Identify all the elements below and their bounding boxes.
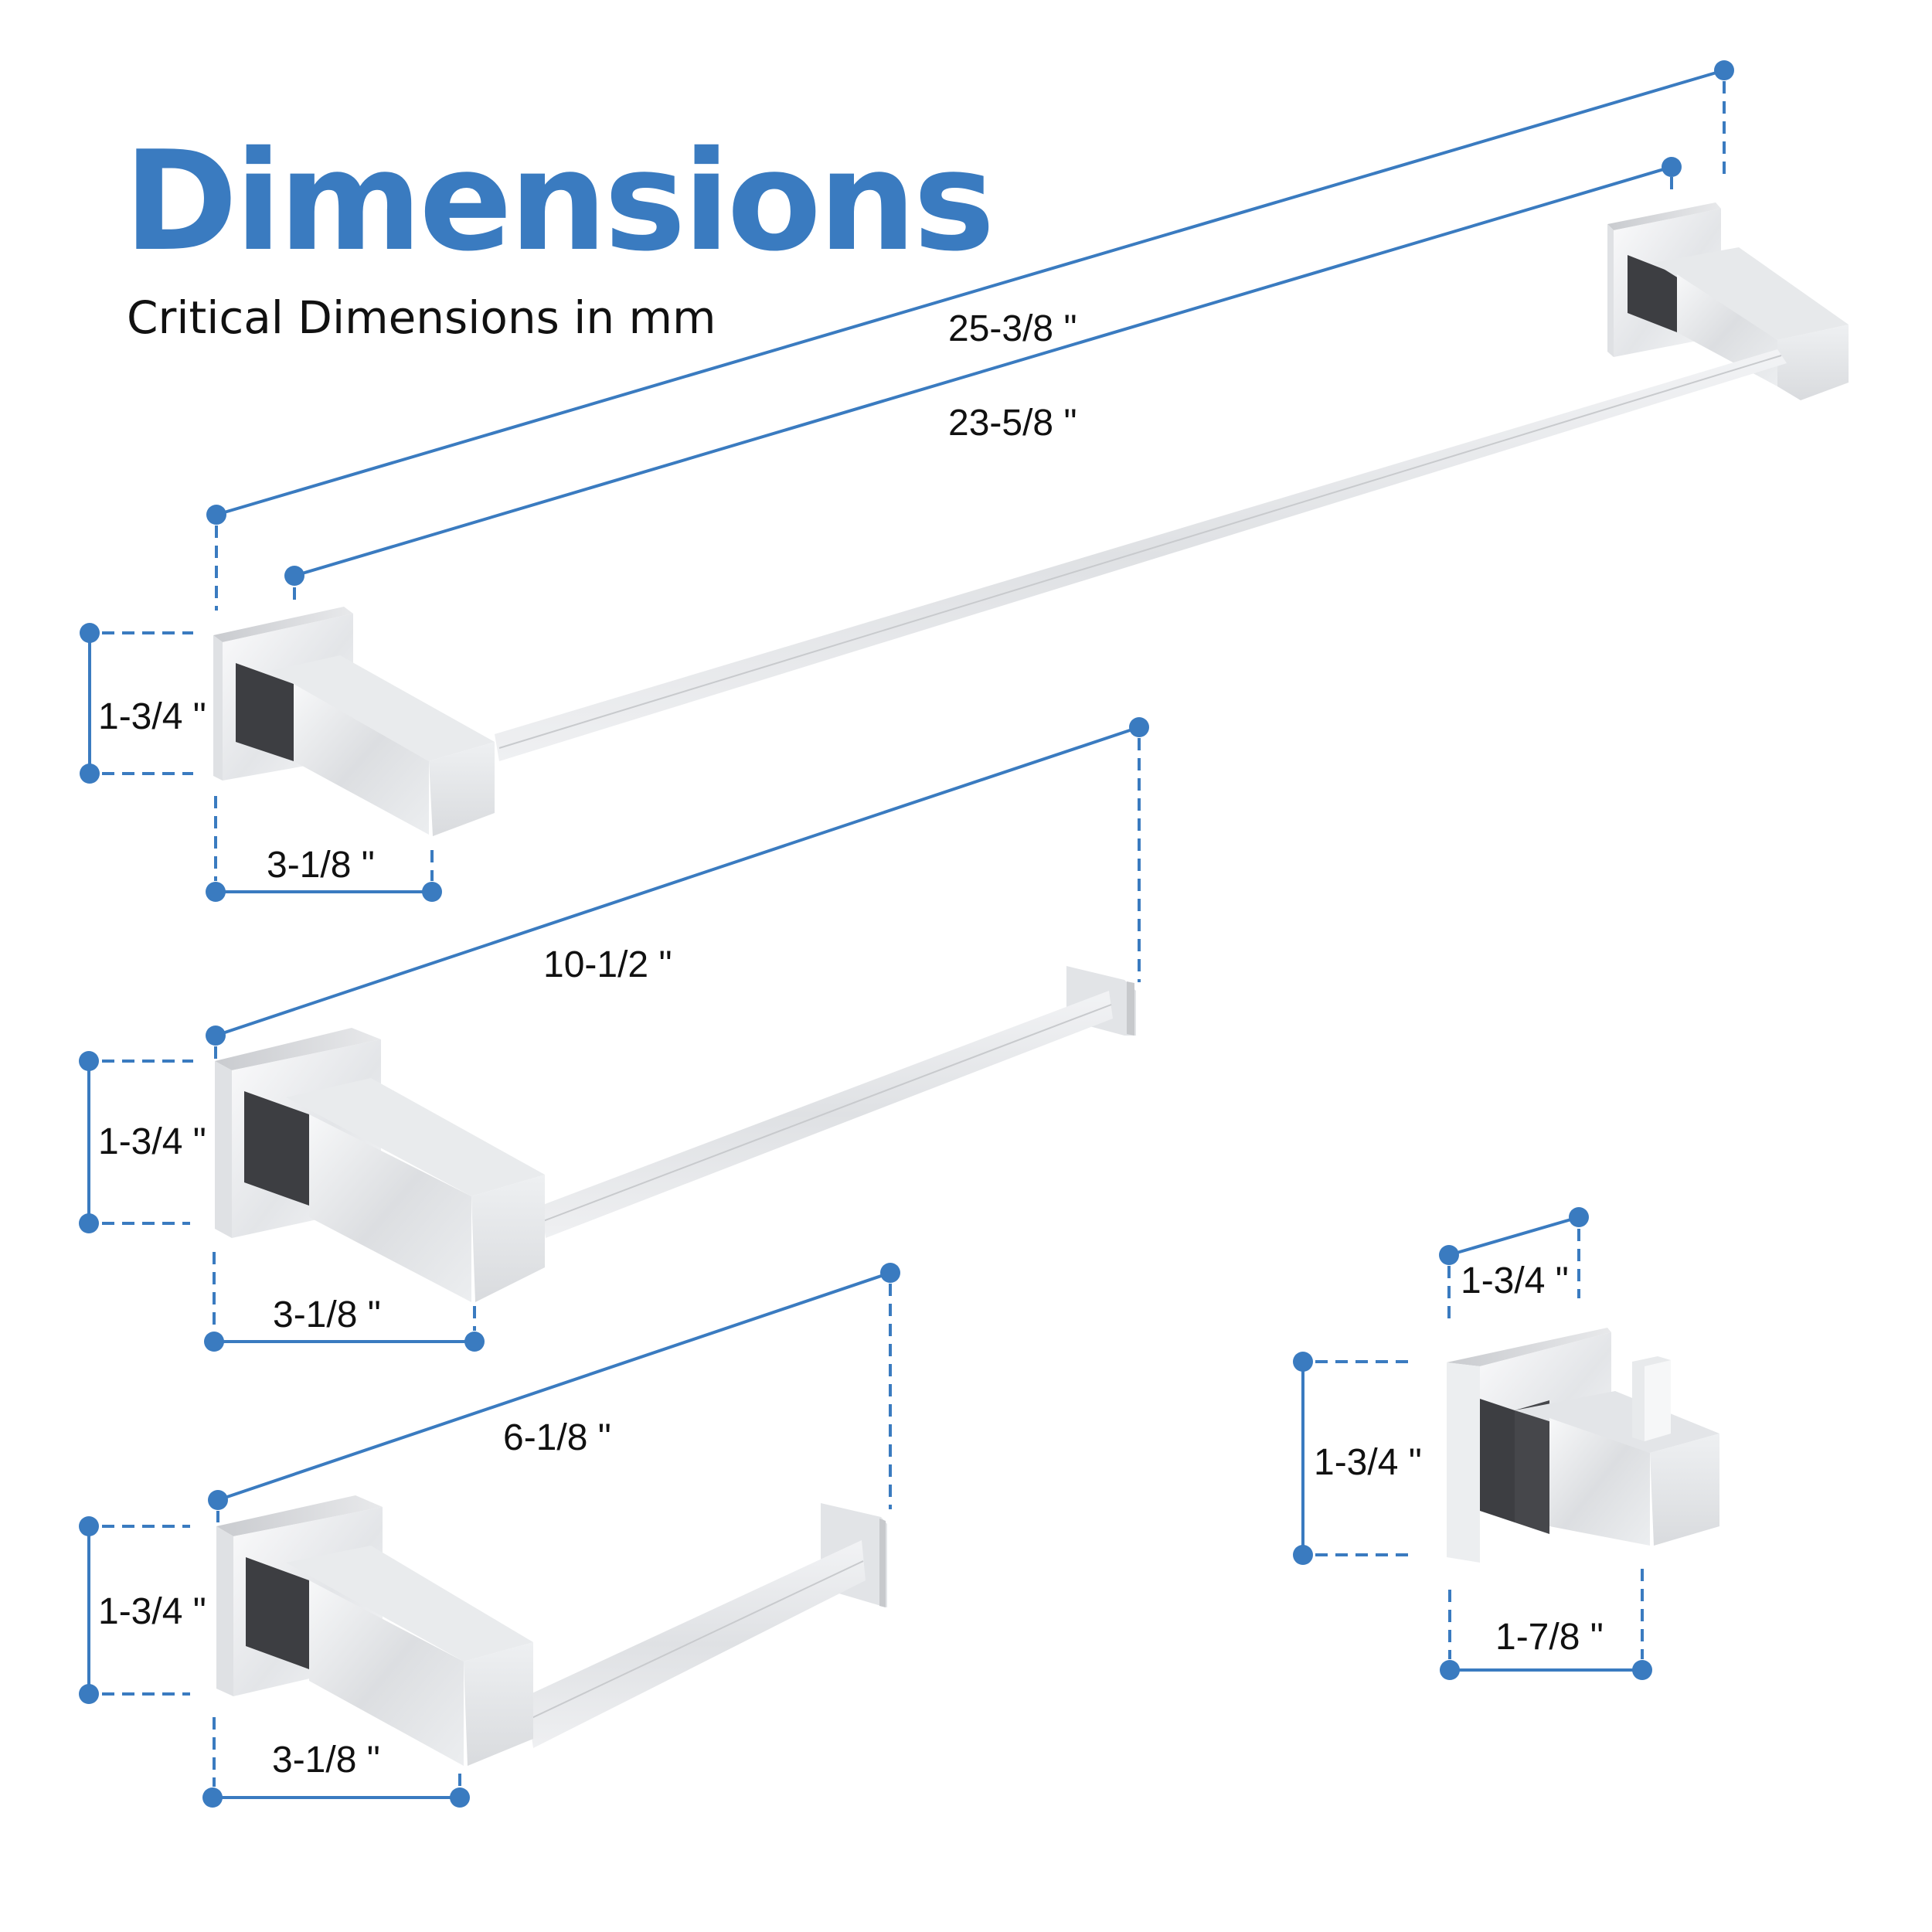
dimension-projection: 3-1/8 " bbox=[202, 1717, 470, 1808]
dimension-depth: 1-3/4 " bbox=[1439, 1207, 1589, 1325]
bracket-shadow-face bbox=[1628, 255, 1677, 332]
dimension-projection: 1-7/8 " bbox=[1440, 1569, 1652, 1680]
bracket-shadow-face bbox=[244, 1091, 309, 1206]
holder-rod bbox=[526, 1540, 866, 1748]
dimension-label: 1-3/4 " bbox=[98, 1591, 206, 1632]
dimension-label: 1-3/4 " bbox=[98, 1121, 206, 1162]
left-bracket bbox=[215, 1028, 545, 1302]
dimension-label: 25-3/8 " bbox=[948, 308, 1077, 349]
dimension-endpoint bbox=[208, 1490, 228, 1510]
dimension-endpoint bbox=[80, 623, 100, 643]
page-title: Dimensions bbox=[124, 121, 992, 281]
dimension-endpoint bbox=[1293, 1352, 1313, 1372]
dimension-endpoint bbox=[1293, 1545, 1313, 1565]
dimension-endpoint bbox=[1662, 157, 1682, 177]
dimension-endpoint bbox=[206, 1026, 226, 1046]
dimension-endpoint bbox=[1129, 717, 1149, 737]
right-bracket bbox=[1607, 202, 1849, 400]
dimension-endpoint bbox=[206, 882, 226, 902]
dimension-label: 1-3/4 " bbox=[98, 696, 206, 737]
bracket-shadow-face bbox=[1480, 1399, 1515, 1522]
dimension-endpoint bbox=[1569, 1207, 1589, 1227]
dimension-endpoint bbox=[79, 1516, 99, 1536]
dimension-endpoint bbox=[80, 764, 100, 784]
product-towel-bar-10: 10-1/2 " 1-3/4 " 3-1/8 " bbox=[79, 717, 1149, 1352]
dimension-endpoint bbox=[204, 1332, 224, 1352]
dimension-label: 1-7/8 " bbox=[1495, 1617, 1604, 1658]
left-bracket bbox=[213, 607, 495, 836]
dimension-length: 6-1/8 " bbox=[208, 1263, 900, 1522]
hook-body bbox=[1447, 1328, 1719, 1563]
towel-bar-rod bbox=[541, 991, 1113, 1238]
product-towel-bar-24: 25-3/8 " 23-5/8 " 1-3/4 " 3-1/8 bbox=[80, 60, 1849, 902]
dimension-label: 3-1/8 " bbox=[272, 1740, 380, 1781]
dimension-projection: 3-1/8 " bbox=[204, 1252, 485, 1352]
dimension-overall-length: 25-3/8 " bbox=[206, 60, 1734, 611]
dimension-height: 1-3/4 " bbox=[1293, 1352, 1422, 1565]
dimension-height: 1-3/4 " bbox=[79, 1516, 206, 1704]
dimension-length: 10-1/2 " bbox=[206, 717, 1149, 1060]
dimension-endpoint bbox=[880, 1263, 900, 1283]
dimension-height: 1-3/4 " bbox=[79, 1051, 206, 1233]
dimension-endpoint bbox=[450, 1787, 470, 1808]
dimension-label: 10-1/2 " bbox=[543, 944, 672, 985]
dimension-bar-length: 23-5/8 " bbox=[284, 157, 1682, 603]
dimension-endpoint bbox=[1714, 60, 1734, 80]
dimension-endpoint bbox=[284, 566, 304, 586]
dimension-label: 6-1/8 " bbox=[503, 1417, 611, 1458]
dimension-label: 3-1/8 " bbox=[273, 1294, 381, 1335]
bracket-shadow-face bbox=[236, 663, 294, 761]
header: Dimensions Critical Dimensions in mm bbox=[124, 121, 995, 344]
product-robe-hook: 1-3/4 " 1-3/4 " 1-7/8 " bbox=[1293, 1207, 1719, 1680]
dimension-endpoint bbox=[202, 1787, 223, 1808]
page-subtitle: Critical Dimensions in mm bbox=[127, 291, 716, 344]
dimension-endpoint bbox=[206, 505, 226, 525]
towel-bar-rod bbox=[495, 349, 1787, 761]
dimension-height: 1-3/4 " bbox=[80, 623, 206, 784]
dimension-endpoint bbox=[79, 1051, 99, 1071]
dimension-endpoint bbox=[1440, 1660, 1460, 1680]
dimension-endpoint bbox=[79, 1684, 99, 1704]
dimension-label: 3-1/8 " bbox=[267, 845, 375, 886]
dimension-endpoint bbox=[1439, 1245, 1459, 1265]
dimension-label: 23-5/8 " bbox=[948, 403, 1077, 444]
dimension-label: 1-3/4 " bbox=[1461, 1260, 1569, 1301]
dimension-endpoint bbox=[1632, 1660, 1652, 1680]
dimension-label: 1-3/4 " bbox=[1314, 1442, 1422, 1483]
dimension-endpoint bbox=[464, 1332, 485, 1352]
dimension-projection: 3-1/8 " bbox=[206, 796, 442, 902]
left-bracket bbox=[216, 1495, 533, 1766]
dimension-endpoint bbox=[79, 1213, 99, 1233]
product-toilet-paper-holder: 6-1/8 " 1-3/4 " 3-1/8 " bbox=[79, 1263, 900, 1808]
bracket-shadow-face bbox=[246, 1557, 309, 1669]
dimension-endpoint bbox=[422, 882, 442, 902]
